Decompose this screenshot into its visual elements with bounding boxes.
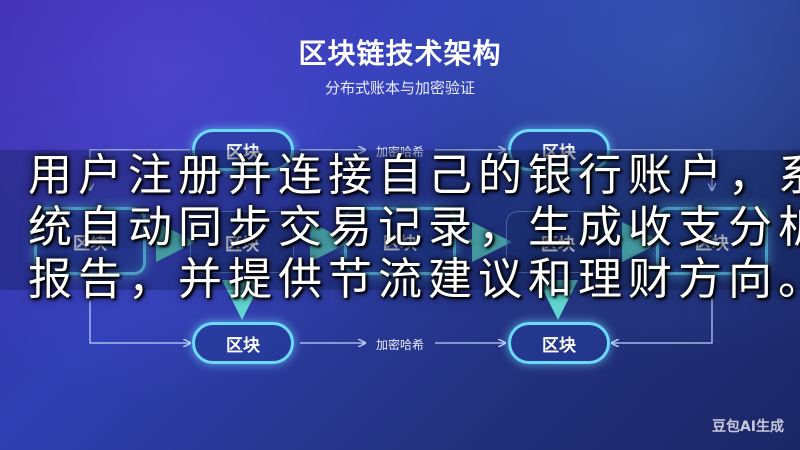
middle-block-2: 区块 xyxy=(190,211,294,273)
link-top-left-to-row xyxy=(90,149,190,190)
middle-block-1: 区块 xyxy=(34,207,146,275)
caption-banner xyxy=(0,150,800,290)
top-block-left: 区块 xyxy=(192,129,294,171)
link-top-right-to-row xyxy=(610,149,712,190)
top-hash-label: 加密哈希 xyxy=(375,145,424,159)
bottom-block-right: 区块 xyxy=(508,322,610,364)
middle-block-4: 区块 xyxy=(506,211,610,273)
link-bottom-left xyxy=(89,275,190,343)
watermark: 豆包AI生成 xyxy=(711,419,784,435)
diagram-title: 区块链技术架构 xyxy=(298,37,502,70)
middle-block-3: 区块 xyxy=(344,207,456,275)
diagram-subtitle: 分布式账本与加密验证 xyxy=(324,79,475,97)
link-bottom-right xyxy=(612,275,713,343)
caption-overlay-text: 用户注册并连接自己的银行账户，系统自动同步交易记录，生成收支分析报告，并提供节流… xyxy=(28,150,800,305)
bottom-hash-label: 加密哈希 xyxy=(375,338,424,352)
middle-block-5: 区块 xyxy=(656,207,768,275)
top-block-right: 区块 xyxy=(508,129,610,171)
bottom-block-left: 区块 xyxy=(192,322,294,364)
